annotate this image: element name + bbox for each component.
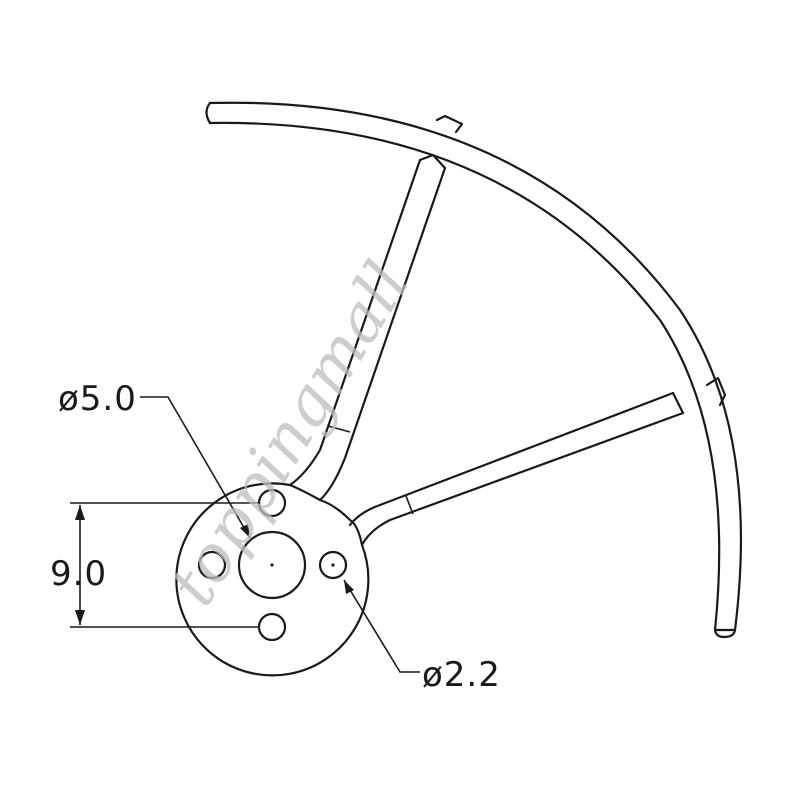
bolt-hole-left — [197, 550, 227, 580]
center-hole — [237, 530, 307, 600]
ring-clip-right — [705, 376, 727, 407]
spoke-lower — [348, 391, 685, 547]
dimension-center-hole-label: ø5.0 — [58, 379, 137, 419]
hub-plate — [175, 482, 370, 677]
spoke-upper — [288, 153, 447, 502]
guard-ring — [205, 101, 742, 639]
bolt-hole-top — [257, 488, 287, 518]
ring-clip-top — [435, 114, 464, 134]
dimension-bolt-spacing-label: 9.0 — [50, 554, 107, 594]
dimension-bolt-hole: ø2.2 — [343, 579, 501, 695]
bolt-hole-bottom — [257, 612, 287, 642]
bolt-hole-right — [318, 550, 348, 580]
dimension-bolt-spacing: 9.0 — [50, 502, 258, 628]
watermark: toppingmall — [156, 250, 425, 619]
dimension-center-hole: ø5.0 — [58, 379, 251, 539]
dimension-bolt-hole-label: ø2.2 — [422, 655, 501, 695]
